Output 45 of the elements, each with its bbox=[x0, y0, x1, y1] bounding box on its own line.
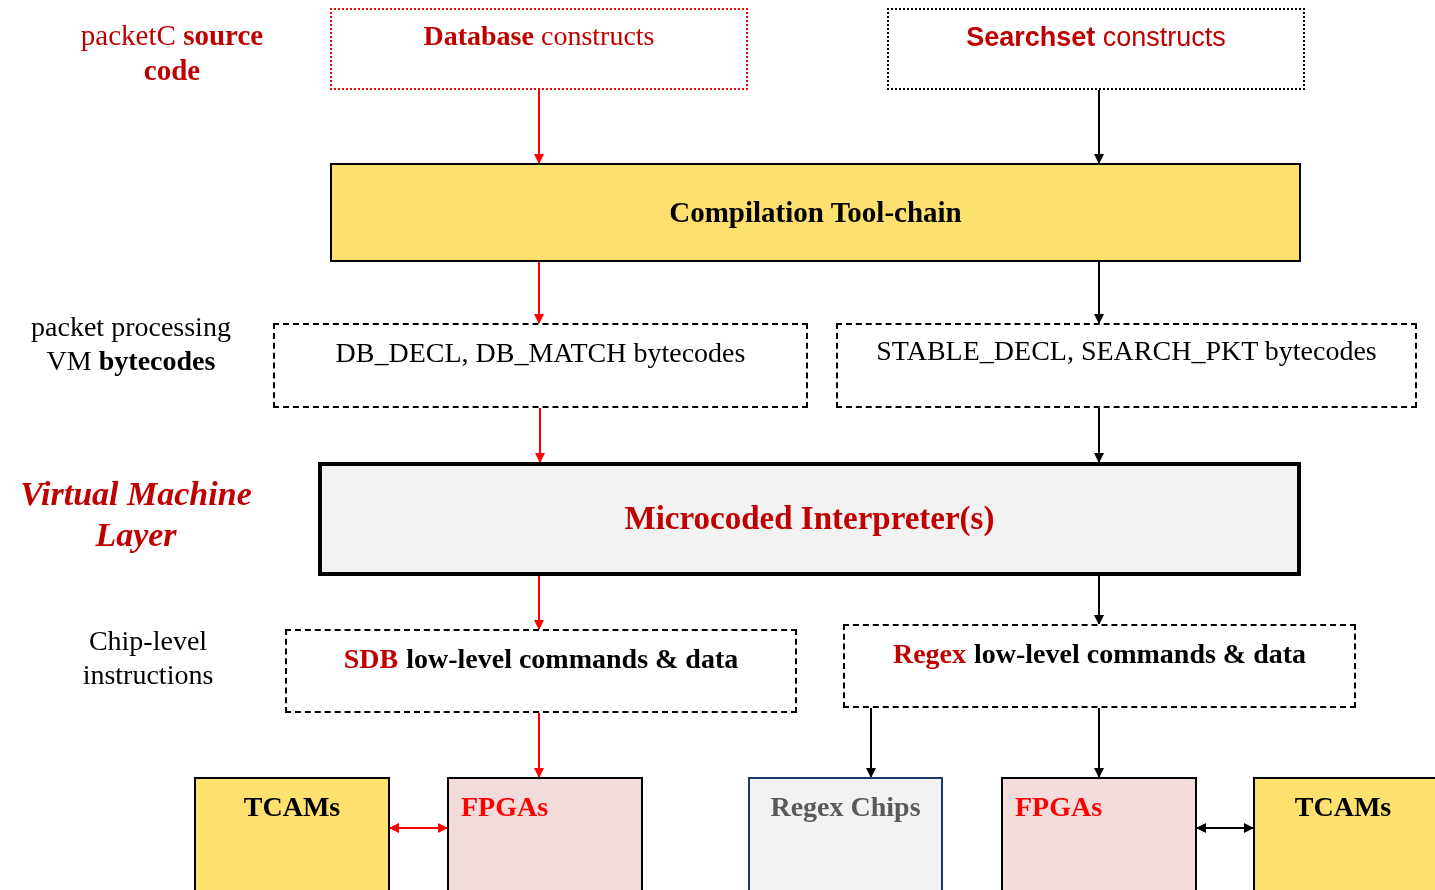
box-text: SDB bbox=[343, 643, 399, 676]
box-text: Searchset constructs bbox=[966, 22, 1226, 54]
hardware-box bbox=[447, 777, 643, 890]
hardware-box bbox=[1253, 777, 1435, 890]
arrow bbox=[1094, 407, 1104, 463]
arrow bbox=[866, 707, 876, 778]
box-text: low-level commands & data bbox=[406, 643, 739, 676]
box-text: Regex bbox=[892, 638, 966, 671]
arrow bbox=[534, 89, 544, 164]
box-text: DB_DECL, DB_MATCH bytecodes bbox=[335, 337, 746, 370]
command-box bbox=[285, 629, 797, 713]
arrow bbox=[534, 575, 544, 630]
interpreter-box bbox=[318, 462, 1301, 576]
layer-label: Virtual Machine Layer bbox=[19, 474, 253, 555]
arrow bbox=[1094, 707, 1104, 778]
hardware-box bbox=[194, 777, 390, 890]
arrow bbox=[1196, 823, 1254, 833]
bytecode-box bbox=[836, 323, 1417, 408]
arrow bbox=[1094, 89, 1104, 164]
bytecode-box bbox=[273, 323, 808, 408]
arrow bbox=[535, 407, 545, 463]
command-box bbox=[843, 624, 1356, 708]
arrow bbox=[389, 823, 448, 833]
arrow bbox=[1094, 575, 1104, 625]
box-text: Regex Chips bbox=[770, 791, 921, 824]
hardware-box bbox=[748, 777, 943, 890]
layer-label: packet processing VM bytecodes bbox=[30, 310, 232, 378]
toolchain-box bbox=[330, 163, 1301, 262]
hardware-box bbox=[1001, 777, 1197, 890]
layer-label: Chip-level instructions bbox=[81, 624, 215, 692]
box-text: FPGAs bbox=[461, 791, 549, 824]
construct-box bbox=[330, 8, 748, 90]
box-text: STABLE_DECL, SEARCH_PKT bytecodes bbox=[876, 335, 1377, 368]
construct-box bbox=[887, 8, 1305, 90]
layer-label: packetC source code bbox=[79, 18, 265, 88]
box-text: Compilation Tool-chain bbox=[669, 195, 962, 230]
box-text: TCAMs bbox=[243, 791, 341, 824]
box-text: low-level commands & data bbox=[974, 638, 1307, 671]
box-text: Database constructs bbox=[423, 20, 655, 53]
box-text: FPGAs bbox=[1015, 791, 1103, 824]
box-text: Microcoded Interpreter(s) bbox=[624, 500, 995, 538]
arrow bbox=[534, 261, 544, 324]
arrow bbox=[1094, 261, 1104, 324]
box-text: TCAMs bbox=[1294, 791, 1392, 824]
arrow bbox=[534, 712, 544, 778]
